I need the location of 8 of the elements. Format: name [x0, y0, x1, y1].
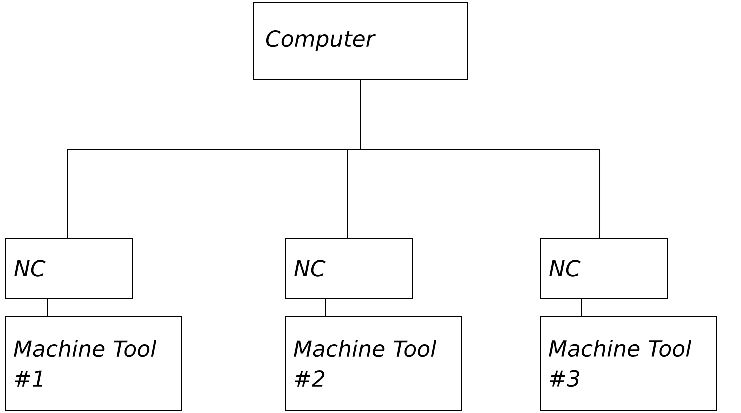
- controller-box: NC: [5, 238, 133, 299]
- machine-tool-box: Machine Tool #3: [540, 316, 717, 411]
- controller-box: NC: [285, 238, 413, 299]
- machine-tool-box: Machine Tool #1: [5, 316, 182, 411]
- computer-box: Computer: [253, 2, 468, 80]
- controller-box: NC: [540, 238, 668, 299]
- machine-tool-box: Machine Tool #2: [285, 316, 462, 411]
- connector-line: [360, 80, 600, 238]
